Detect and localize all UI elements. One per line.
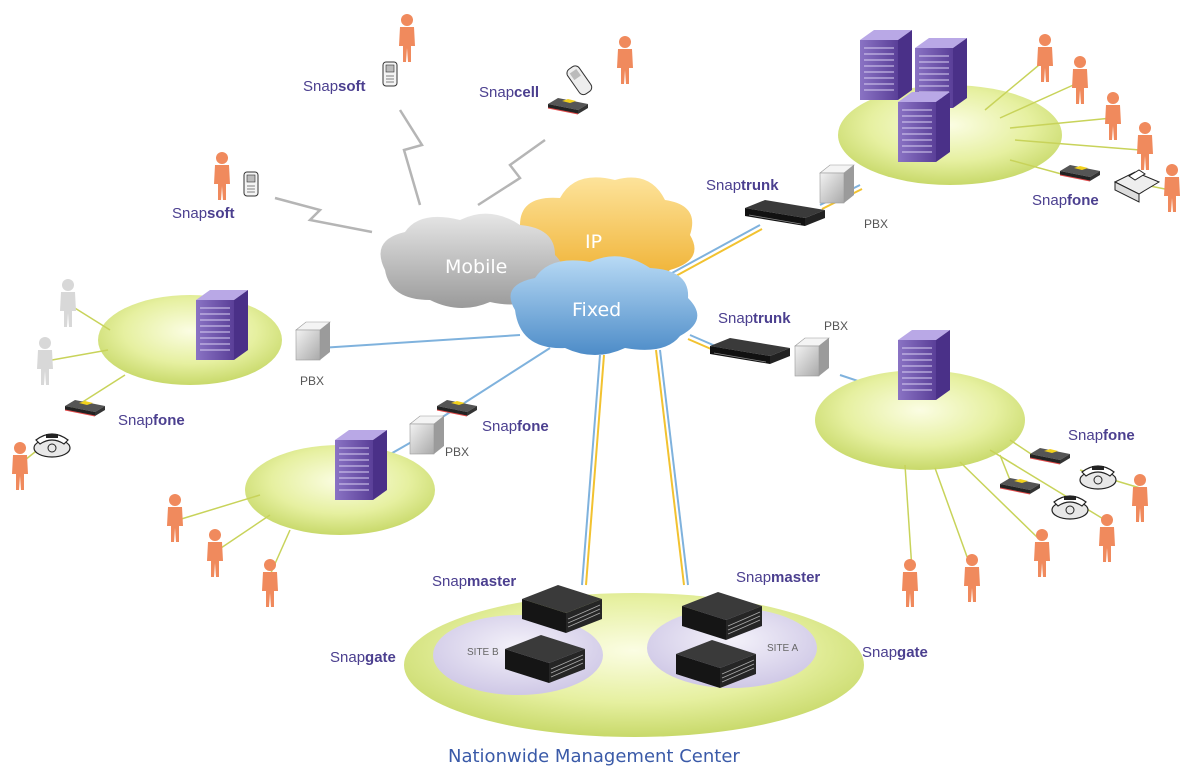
snapfone-label-right: Snapfone bbox=[1068, 427, 1135, 444]
cluster-center-left bbox=[167, 399, 478, 607]
telephone-icon bbox=[33, 433, 71, 458]
person-icon bbox=[262, 559, 278, 607]
mobile-phone-icon bbox=[566, 65, 593, 96]
snapfone-device-icon bbox=[64, 399, 106, 417]
pbx-label-center: PBX bbox=[445, 445, 469, 459]
person-icon bbox=[1137, 122, 1153, 170]
wireless-link-left bbox=[274, 196, 373, 234]
cluster-left bbox=[12, 279, 331, 490]
cloud-ip-label: IP bbox=[585, 231, 602, 253]
person-icon bbox=[1072, 56, 1088, 104]
person-icon bbox=[1105, 92, 1121, 140]
network-links bbox=[319, 184, 871, 586]
pbx-icon bbox=[794, 337, 830, 377]
snapfone-label-top-right: Snapfone bbox=[1032, 192, 1099, 209]
cluster-right bbox=[709, 329, 1148, 607]
snapmaster-label-left: Snapmaster bbox=[432, 573, 516, 590]
server-icon bbox=[897, 329, 951, 401]
fax-icon bbox=[1113, 169, 1161, 203]
snaptrunk-label-top: Snaptrunk bbox=[706, 177, 779, 194]
person-icon bbox=[167, 494, 183, 542]
snapcell-device-icon bbox=[547, 97, 589, 115]
cluster-top-right bbox=[744, 29, 1180, 227]
pbx-icon bbox=[819, 164, 855, 204]
pbx-label-right: PBX bbox=[824, 319, 848, 333]
person-icon bbox=[399, 14, 415, 62]
person-icon bbox=[617, 36, 633, 84]
person-icon bbox=[902, 559, 918, 607]
snaptrunk-device-icon bbox=[709, 337, 791, 365]
snapsoft-label-left: Snapsoft bbox=[172, 205, 235, 222]
telephone-icon bbox=[1079, 465, 1117, 490]
person-icon bbox=[1034, 529, 1050, 577]
snapgate-label-right: Snapgate bbox=[862, 644, 928, 661]
cloud-fixed bbox=[510, 256, 698, 355]
cloud-fixed-label: Fixed bbox=[572, 299, 621, 321]
snaptrunk-label-mid: Snaptrunk bbox=[718, 310, 791, 327]
server-icon bbox=[334, 429, 388, 501]
pda-icon bbox=[243, 171, 259, 197]
person-icon bbox=[1099, 514, 1115, 562]
person-icon bbox=[1132, 474, 1148, 522]
snapcell-label: Snapcell bbox=[479, 84, 539, 101]
telephone-icon bbox=[1051, 495, 1089, 520]
pbx-icon bbox=[295, 321, 331, 361]
snapfone-label-center: Snapfone bbox=[482, 418, 549, 435]
snapsoft-label-top: Snapsoft bbox=[303, 78, 366, 95]
snapfone-device-icon bbox=[1059, 164, 1101, 182]
smartphone-icon bbox=[382, 61, 398, 87]
wireless-link-snapcell bbox=[477, 138, 546, 207]
person-icon bbox=[207, 529, 223, 577]
cloud-mobile-label: Mobile bbox=[445, 256, 507, 278]
wireless-link-top bbox=[398, 109, 424, 206]
person-icon bbox=[1164, 164, 1180, 212]
cloud-ip bbox=[519, 177, 695, 284]
snapgate-label-left: Snapgate bbox=[330, 649, 396, 666]
snapfone-label-left: Snapfone bbox=[118, 412, 185, 429]
site-a-label: SITE A bbox=[767, 643, 798, 654]
person-icon bbox=[37, 337, 53, 385]
person-icon bbox=[214, 152, 230, 200]
server-icon bbox=[195, 289, 249, 361]
snapmaster-label-right: Snapmaster bbox=[736, 569, 820, 586]
person-icon bbox=[1037, 34, 1053, 82]
management-center bbox=[404, 584, 864, 737]
snapfone-device-icon bbox=[1029, 447, 1071, 465]
cloud-mobile bbox=[380, 213, 563, 309]
person-icon bbox=[12, 442, 28, 490]
snapfone-device-icon bbox=[999, 477, 1041, 495]
wireless-links bbox=[274, 109, 546, 234]
snapfone-device-icon bbox=[436, 399, 478, 417]
pbx-icon bbox=[409, 415, 445, 455]
person-icon bbox=[964, 554, 980, 602]
server-icon bbox=[897, 91, 951, 163]
site-b-label: SITE B bbox=[467, 647, 499, 658]
server-icon bbox=[859, 29, 913, 101]
pbx-label-top: PBX bbox=[864, 217, 888, 231]
person-icon bbox=[60, 279, 76, 327]
snaptrunk-device-icon bbox=[744, 199, 826, 227]
pbx-label-left: PBX bbox=[300, 374, 324, 388]
footer-title: Nationwide Management Center bbox=[448, 746, 740, 767]
